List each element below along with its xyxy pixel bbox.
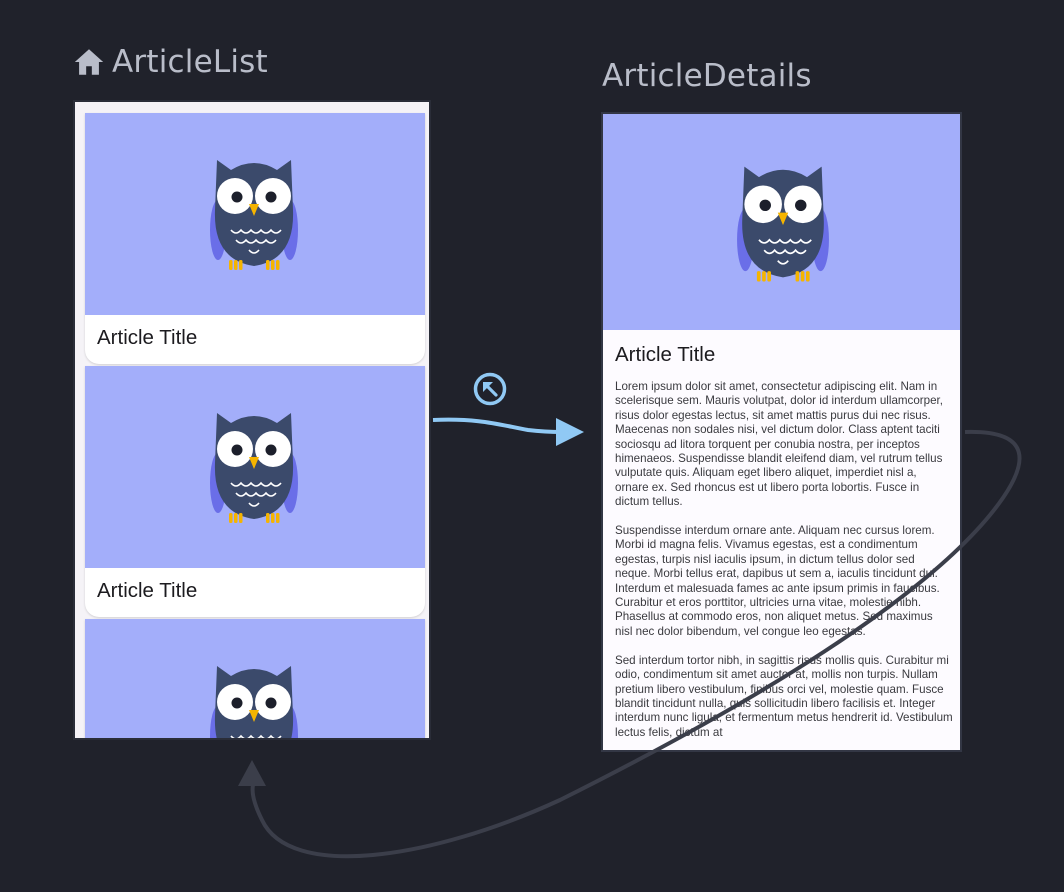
owl-image — [209, 665, 299, 738]
popup-arrow-icon — [473, 372, 507, 406]
article-card[interactable]: Article Title — [85, 113, 425, 364]
owl-image — [209, 159, 299, 271]
article-image — [85, 366, 425, 568]
article-body: Lorem ipsum dolor sit amet, consectetur … — [615, 380, 953, 750]
action-arrow-head — [556, 418, 584, 446]
owl-image — [736, 165, 830, 283]
article-list-screen: Article Title Article Title — [73, 100, 431, 740]
article-title: Article Title — [615, 343, 716, 366]
action-arrow[interactable] — [432, 417, 563, 434]
article-details-screen: Article Title Lorem ipsum dolor sit amet… — [601, 112, 962, 752]
article-card[interactable] — [85, 619, 425, 738]
article-paragraph: Lorem ipsum dolor sit amet, consectetur … — [615, 380, 943, 509]
article-paragraph: Suspendisse interdum ornare ante. Aliqua… — [615, 524, 940, 638]
article-card[interactable]: Article Title — [85, 366, 425, 617]
article-image — [85, 113, 425, 315]
start-destination-label: ArticleList — [72, 44, 268, 80]
article-paragraph: Sed interdum tortor nibh, in sagittis ri… — [615, 653, 953, 739]
back-arrow-head — [238, 760, 266, 786]
article-list-label: ArticleList — [112, 44, 268, 80]
article-hero-image — [603, 114, 960, 330]
article-title: Article Title — [97, 326, 198, 349]
home-icon — [74, 49, 104, 75]
article-title: Article Title — [97, 579, 198, 602]
owl-image — [209, 412, 299, 524]
article-details-label: ArticleDetails — [602, 58, 812, 94]
article-image — [85, 619, 425, 738]
